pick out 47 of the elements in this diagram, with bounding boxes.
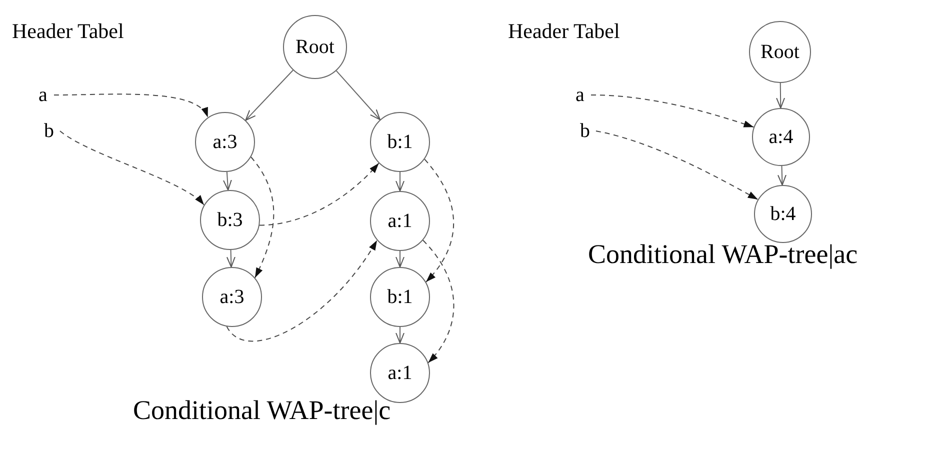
- arrow: [422, 240, 454, 364]
- arrow: [424, 158, 454, 282]
- arrow: [336, 70, 380, 120]
- tree-node-circle: [752, 108, 810, 166]
- arrow: [60, 130, 205, 206]
- node-label: b:1: [387, 132, 413, 152]
- node-label: b:4: [770, 204, 796, 224]
- arrow: [596, 130, 758, 200]
- tree-node-circle: [749, 21, 811, 83]
- node-label: a:4: [768, 127, 794, 147]
- tree-node-circle: [370, 191, 430, 251]
- tree-caption: Conditional WAP-tree|c: [133, 397, 391, 424]
- table-heading: Header Tabel: [508, 21, 620, 42]
- arrow: [590, 94, 754, 128]
- tree-node-circle: [283, 15, 347, 79]
- node-label: a:3: [212, 132, 238, 152]
- node-label: b:1: [387, 287, 413, 307]
- header-item: a: [576, 85, 584, 105]
- node-label: a:1: [388, 363, 412, 383]
- arrow: [396, 250, 404, 268]
- arrow: [250, 156, 274, 278]
- arrow: [226, 250, 236, 268]
- table-heading: Header Tabel: [12, 21, 124, 42]
- arrow: [245, 70, 294, 121]
- node-label: a:1: [388, 211, 412, 231]
- node-label: b:3: [217, 210, 243, 230]
- tree-node-circle: [370, 267, 430, 327]
- arrow: [259, 162, 380, 226]
- arrow: [222, 171, 232, 191]
- header-item: b: [44, 121, 54, 141]
- tree-node-circle: [754, 185, 812, 243]
- tree-caption: Conditional WAP-tree|ac: [588, 241, 858, 268]
- arrow: [396, 172, 404, 192]
- arrow: [778, 166, 786, 186]
- tree-node-circle: [195, 112, 255, 172]
- arrow: [776, 82, 786, 108]
- tree-node-circle: [202, 267, 262, 327]
- arrow: [54, 94, 208, 118]
- arrow: [396, 326, 404, 344]
- tree-node-circle: [370, 112, 430, 172]
- node-label: Root: [760, 42, 800, 62]
- node-label: a:3: [220, 287, 244, 307]
- arrow: [226, 240, 378, 342]
- node-label: Root: [296, 37, 334, 57]
- header-item: b: [580, 121, 590, 141]
- header-item: a: [38, 85, 48, 105]
- tree-node-circle: [200, 190, 260, 250]
